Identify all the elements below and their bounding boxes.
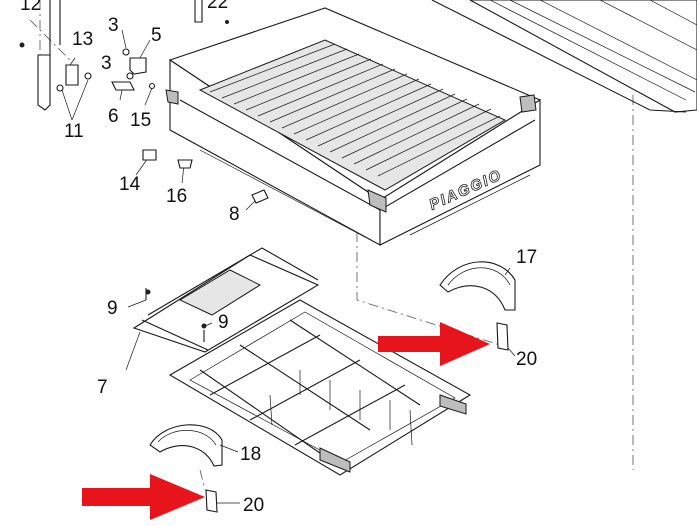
callout-9: 9 bbox=[218, 312, 229, 333]
callout-labels: 12 22 13 3 5 3 6 15 11 14 16 8 17 9 9 7 … bbox=[20, 0, 537, 516]
small-hardware bbox=[56, 48, 156, 92]
mudguard-17 bbox=[439, 261, 516, 311]
callout-18: 18 bbox=[240, 444, 261, 465]
callout-16: 16 bbox=[166, 186, 187, 207]
pointer-arrow-lower bbox=[82, 474, 205, 520]
callout-9: 9 bbox=[107, 298, 118, 319]
callout-13: 13 bbox=[72, 29, 93, 50]
fasteners bbox=[142, 149, 269, 342]
chassis-frame bbox=[168, 299, 472, 476]
side-post-bracket bbox=[19, 0, 229, 111]
callout-11: 11 bbox=[64, 121, 84, 142]
callout-15: 15 bbox=[130, 110, 151, 131]
callout-5: 5 bbox=[151, 25, 162, 46]
callout-20: 20 bbox=[243, 495, 264, 516]
callout-14: 14 bbox=[119, 174, 141, 195]
callout-6: 6 bbox=[108, 106, 119, 127]
callout-3: 3 bbox=[108, 15, 119, 36]
mudguard-18 bbox=[149, 424, 223, 467]
cargo-bed: PIAGGIO bbox=[165, 7, 542, 246]
tailgate-panel bbox=[431, 0, 697, 113]
callout-8: 8 bbox=[229, 204, 240, 225]
pointer-arrow-upper bbox=[378, 322, 490, 366]
bracket-20-lower bbox=[205, 489, 218, 513]
callout-22: 22 bbox=[207, 0, 228, 13]
leader-lines bbox=[61, 29, 516, 504]
bracket-20-upper bbox=[496, 322, 509, 351]
callout-3: 3 bbox=[101, 53, 112, 74]
callout-20: 20 bbox=[516, 349, 537, 370]
callout-12: 12 bbox=[20, 0, 41, 15]
callout-17: 17 bbox=[516, 247, 537, 268]
callout-7: 7 bbox=[97, 377, 108, 398]
subframe bbox=[132, 247, 320, 353]
